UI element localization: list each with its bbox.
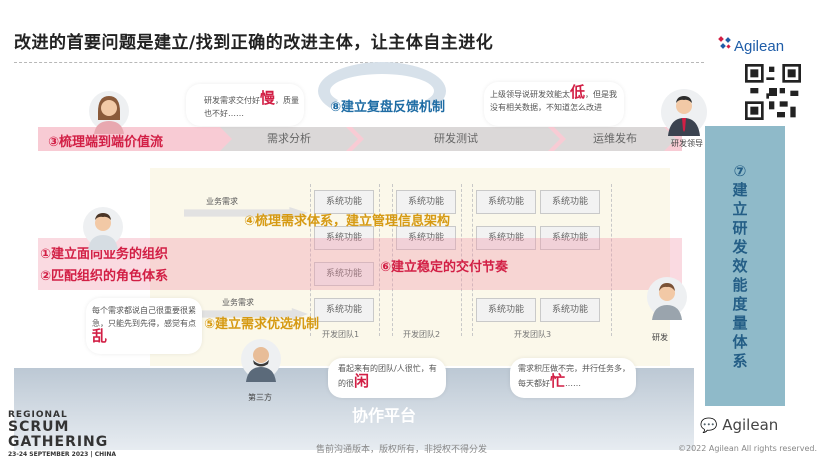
- label-organization: ①建立面向业务的组织: [40, 247, 169, 262]
- copyright: ©2022 Agilean All rights reserved.: [678, 444, 817, 453]
- collaboration-platform-label: 协作平台: [352, 406, 417, 425]
- stage-requirement-analysis: 需求分析: [220, 127, 358, 151]
- business-woman-avatar-icon: [89, 91, 129, 134]
- title-divider: [14, 62, 704, 63]
- leader-avatar-icon: [661, 89, 707, 136]
- quote-bubble: [484, 82, 624, 126]
- quote-bubble: [510, 358, 636, 398]
- team-label-3: 开发团队3: [514, 330, 552, 339]
- quote-chaos: 每个需求都说自己很重要很紧急，只能先到先得，感觉有点乱: [92, 306, 196, 345]
- wechat-icon: 💬: [700, 418, 718, 434]
- feature-box: 系统功能: [476, 226, 536, 250]
- feature-box: 系统功能: [314, 298, 374, 322]
- team-label-2: 开发团队2: [403, 330, 441, 339]
- brand-name: Agilean: [734, 38, 785, 55]
- feature-box: 系统功能: [396, 226, 456, 250]
- organization-band: [38, 238, 682, 290]
- developer-label: 研发: [652, 333, 668, 342]
- business-man-avatar-icon: [83, 207, 123, 250]
- feature-box: 系统功能: [476, 190, 536, 214]
- quote-bubble: [328, 358, 446, 398]
- event-logo: REGIONAL SCRUM GATHERING 23-24 SEPTEMBER…: [8, 410, 117, 458]
- team-column-3: [472, 184, 612, 336]
- demand-label-bottom: 业务需求: [222, 298, 254, 307]
- team-label-1: 开发团队1: [322, 330, 360, 339]
- leader-label: 研发领导: [671, 139, 703, 148]
- stage-dev-test: 研发测试: [352, 127, 560, 151]
- quote-bubble: [86, 298, 202, 354]
- label-requirement-system: ④梳理需求体系，建立管理信息架构: [244, 214, 451, 229]
- feature-box: 系统功能: [314, 226, 374, 250]
- quote-slow: 研发需求交付好慢，质量也不好……: [204, 89, 300, 119]
- feature-box: 系统功能: [314, 190, 374, 214]
- footer-note: 售前沟通版本，版权所有，非授权不得分发: [316, 445, 488, 455]
- metrics-label: ⑦建立研发效能度量体系: [732, 162, 748, 370]
- feature-box: 系统功能: [476, 298, 536, 322]
- demand-arrow-icon: [184, 207, 308, 219]
- metrics-column: [705, 126, 785, 406]
- team-column-2: [392, 184, 462, 336]
- label-delivery-rhythm: ⑥建立稳定的交付节奏: [380, 260, 509, 275]
- stage-ops-release: 运维发布: [554, 127, 676, 151]
- quote-bubble: [186, 84, 304, 126]
- quote-idle: 看起来有的团队/人很忙，有的很闲: [338, 364, 437, 390]
- third-party-label: 第三方: [248, 393, 272, 402]
- feature-box: 系统功能: [396, 190, 456, 214]
- feature-box: 系统功能: [314, 262, 374, 286]
- third-party-avatar-icon: [241, 339, 281, 382]
- label-value-stream: ③梳理端到端价值流: [48, 135, 164, 150]
- slide-title: 改进的首要问题是建立/找到正确的改进主体，让主体自主进化: [14, 33, 494, 53]
- feature-box: 系统功能: [540, 226, 600, 250]
- agilean-logo-icon: [718, 36, 731, 49]
- developer-avatar-icon: [647, 277, 687, 320]
- label-retrospective: ⑧建立复盘反馈机制: [330, 100, 446, 115]
- feature-box: 系统功能: [540, 298, 600, 322]
- label-role-system: ②匹配组织的角色体系: [40, 269, 169, 284]
- feature-box: 系统功能: [540, 190, 600, 214]
- team-column-1: [310, 184, 380, 336]
- qr-code-icon: [745, 64, 801, 120]
- quote-busy: 需求积压做不完，并行任务多，每天都好忙……: [518, 364, 630, 390]
- demand-label-top: 业务需求: [206, 197, 238, 206]
- quote-low-efficiency: 上级领导说研发效能太低，但是我没有相关数据，不知道怎么改进: [490, 83, 618, 113]
- demand-arrow-icon: [200, 308, 308, 320]
- label-demand-selection: ⑤建立需求优选机制: [204, 317, 320, 332]
- wechat-account: 💬 Agilean: [700, 416, 779, 434]
